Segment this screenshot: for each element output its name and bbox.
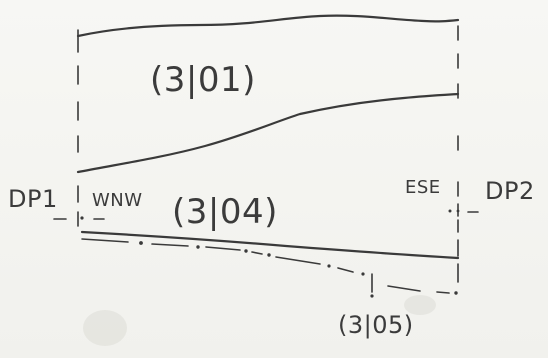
label-left-direction: WNW (92, 190, 143, 211)
label-block-lower: (3|05) (338, 311, 414, 339)
label-right-marker: DP2 (485, 177, 535, 205)
lower-contact-line (80, 230, 460, 260)
base-line-segment (251, 251, 263, 255)
right-station-dot (456, 209, 460, 213)
base-line-dot (139, 241, 143, 245)
base-line-dot (196, 245, 200, 249)
label-block-upper: (3|01) (150, 60, 256, 100)
top-contact-line (76, 14, 460, 38)
lower-label-tick-dot (370, 294, 374, 298)
base-line-dot (361, 272, 365, 276)
base-line-segment (387, 285, 421, 292)
base-line-segment (275, 256, 321, 265)
base-line-segment (337, 267, 354, 273)
label-left-marker: DP1 (8, 185, 58, 213)
base-line-segment (151, 243, 189, 247)
base-line-segment (436, 291, 450, 294)
base-line-dot (454, 291, 458, 295)
base-line-dot (244, 249, 248, 253)
paper-smudge (404, 295, 436, 315)
left-station-dot (80, 216, 84, 220)
base-line-segment (205, 246, 241, 251)
base-line-dot (267, 253, 271, 257)
label-right-direction: ESE (405, 177, 441, 198)
base-line-dot (327, 264, 331, 268)
base-line-segment (81, 238, 129, 243)
middle-contact-line (76, 92, 460, 174)
right-station-dot (448, 209, 452, 213)
paper-smudge (83, 310, 127, 346)
label-block-middle: (3|04) (172, 192, 278, 232)
